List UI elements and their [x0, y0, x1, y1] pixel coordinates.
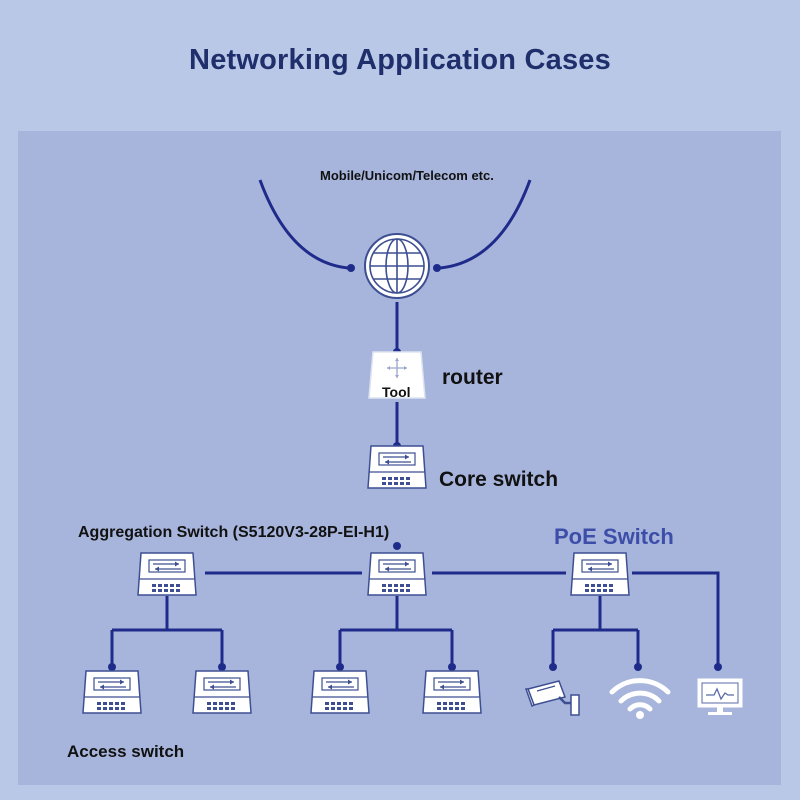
link-carrier-right	[439, 179, 532, 270]
access-switch-icon	[192, 670, 252, 714]
monitor-icon	[697, 678, 743, 715]
router-icon	[368, 351, 426, 399]
aggregation-switch-center-icon	[367, 552, 427, 596]
carrier-label: Mobile/Unicom/Telecom etc.	[320, 168, 494, 183]
link-center-access	[338, 596, 454, 667]
connection-lines	[110, 179, 720, 667]
link-carrier-left	[258, 179, 349, 270]
link-poe-devices	[551, 596, 640, 667]
access-switch-label: Access switch	[67, 742, 185, 761]
router-label: router	[442, 366, 503, 389]
aggregation-switch-label: Aggregation Switch (S5120V3-28P-EI-H1)	[78, 524, 390, 541]
access-switch-icon	[422, 670, 482, 714]
access-switch-icon	[82, 670, 142, 714]
globe-icon	[364, 233, 430, 299]
access-switch-icon	[310, 670, 370, 714]
router-sub-label: Tool	[382, 384, 411, 400]
aggregation-switch-left-icon	[137, 552, 197, 596]
camera-icon	[524, 680, 580, 716]
core-switch-icon	[367, 445, 427, 489]
poe-switch-icon	[570, 552, 630, 596]
wifi-icon	[609, 678, 671, 719]
core-switch-label: Core switch	[439, 468, 559, 491]
diagram-title: Networking Application Cases	[189, 44, 611, 76]
poe-switch-label: PoE Switch	[554, 524, 674, 549]
link-poe-monitor	[632, 571, 720, 667]
link-left-access	[110, 596, 224, 667]
